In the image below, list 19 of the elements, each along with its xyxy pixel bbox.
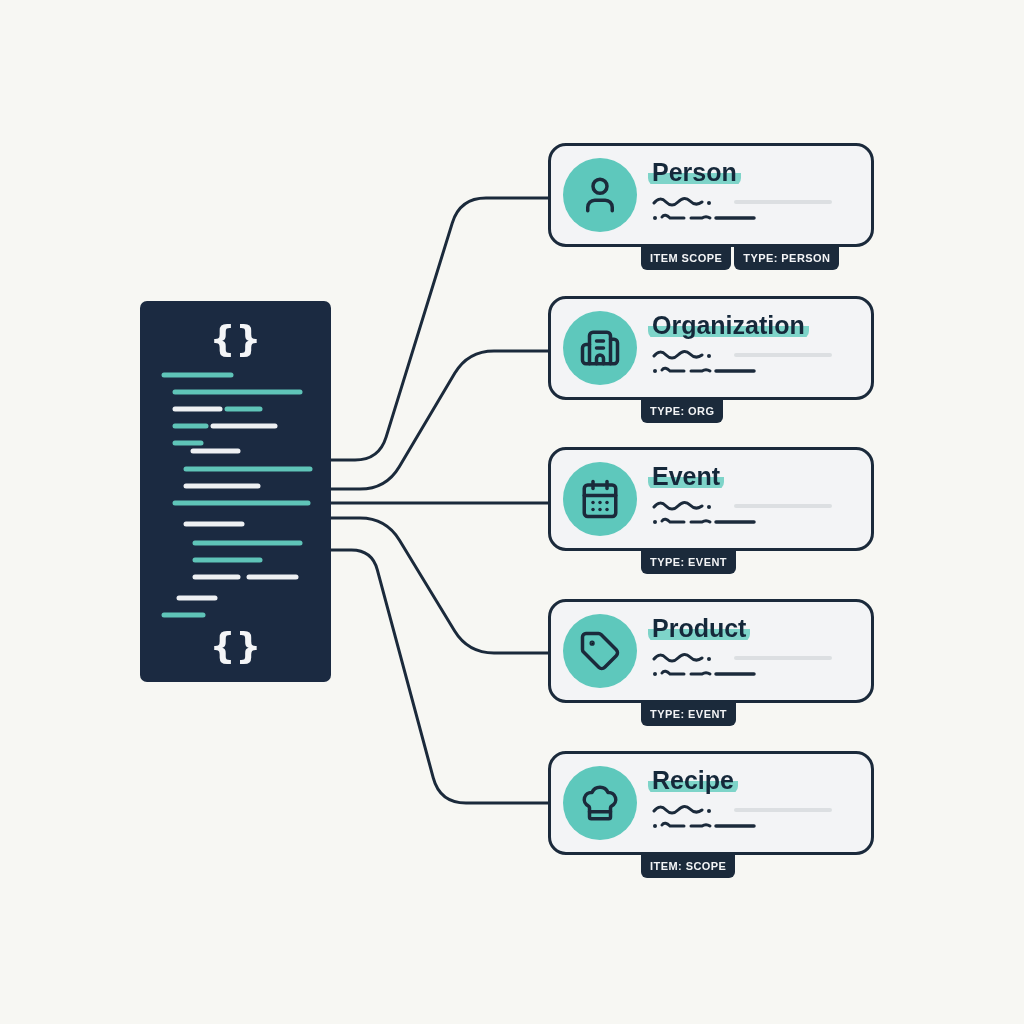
entity-card xyxy=(548,751,874,855)
connector-line xyxy=(329,548,550,805)
entity-card xyxy=(548,143,874,247)
tag-label: ITEM SCOPE xyxy=(641,247,732,270)
tag-label: TYPE: EVENT xyxy=(641,703,736,726)
connector-line xyxy=(329,196,550,462)
code-panel xyxy=(140,301,331,682)
tag-label: TYPE: EVENT xyxy=(641,551,736,574)
connector-line xyxy=(329,501,550,505)
tag-label: TYPE: PERSON xyxy=(734,247,840,270)
entity-card xyxy=(548,599,874,703)
entity-card xyxy=(548,296,874,400)
code-brace: {} xyxy=(209,626,262,666)
connector-line xyxy=(329,516,550,655)
entity-card xyxy=(548,447,874,551)
tag-label: TYPE: ORG xyxy=(641,400,724,423)
tag-label: ITEM: SCOPE xyxy=(641,855,736,878)
code-brace: {} xyxy=(209,319,262,359)
connector-line xyxy=(329,349,550,491)
